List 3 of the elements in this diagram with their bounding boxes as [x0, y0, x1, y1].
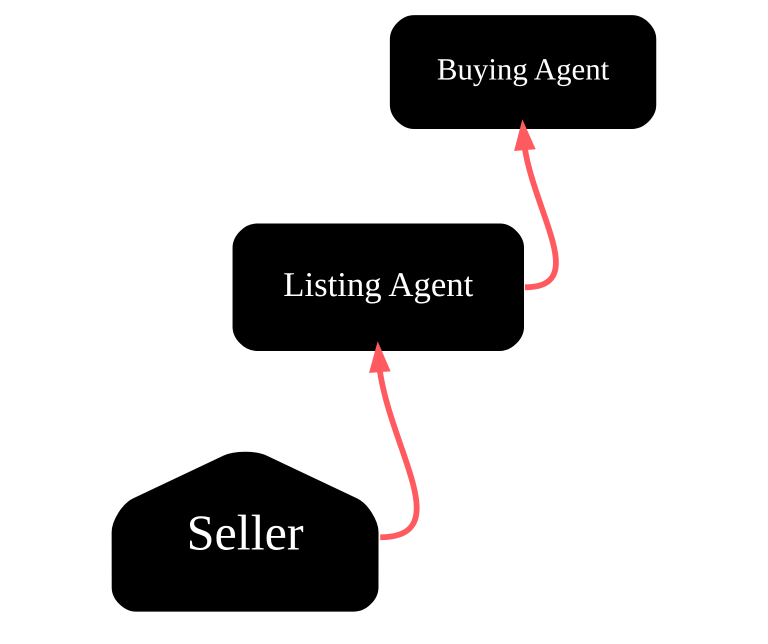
- node-box: Buying Agent: [390, 15, 656, 129]
- node-box: Listing Agent: [232, 224, 524, 351]
- arrow: [369, 341, 420, 540]
